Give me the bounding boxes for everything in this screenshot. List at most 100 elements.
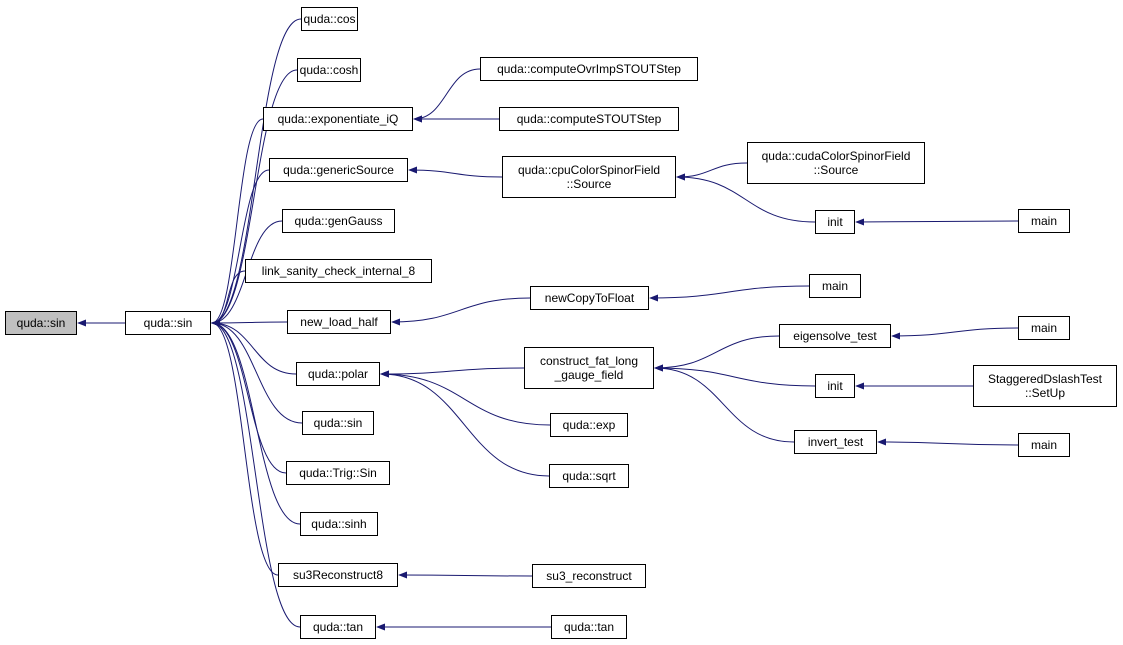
edge-quda_sqrt-to-quda_polar bbox=[380, 370, 550, 477]
edge-su3_reconstruct-to-su3Reconstruct8 bbox=[398, 571, 533, 579]
node-label-line: quda::sinh bbox=[311, 517, 367, 531]
edge-init_2-to-construct_fat_long_gauge_field bbox=[654, 364, 816, 387]
edge-link_sanity_check_internal_8-to-quda_sin_mid bbox=[211, 270, 246, 327]
node-label-line: init bbox=[827, 379, 843, 393]
node-quda-genericsource[interactable]: quda::genericSource bbox=[269, 158, 408, 182]
node-label-line: quda::sin bbox=[143, 316, 193, 330]
edge-quda_cos-to-quda_sin_mid bbox=[211, 18, 302, 327]
edge-quda_exponentiate_iQ-to-quda_sin_mid bbox=[211, 118, 264, 327]
node-quda-sin[interactable]: quda::sin bbox=[125, 311, 211, 335]
node-label-line: invert_test bbox=[807, 435, 864, 449]
edge-construct_fat_long_gauge_field-to-quda_polar bbox=[380, 367, 525, 378]
node-quda-exp[interactable]: quda::exp bbox=[550, 413, 628, 437]
edge-quda_cudaColorSpinorField_Source-to-quda_cpuColorSpinorField_Source bbox=[676, 162, 748, 181]
edge-main_1-to-init_1 bbox=[855, 218, 1019, 226]
node-label-line: StaggeredDslashTest bbox=[987, 372, 1103, 386]
node-new-load-half[interactable]: new_load_half bbox=[287, 310, 391, 334]
node-label-line: main bbox=[1030, 438, 1057, 452]
node-quda-tan[interactable]: quda::tan bbox=[300, 615, 376, 639]
node-label-line: quda::exponentiate_iQ bbox=[277, 112, 399, 126]
node-eigensolve-test[interactable]: eigensolve_test bbox=[779, 324, 891, 348]
node-label-line: quda::genericSource bbox=[283, 163, 394, 177]
node-label-line: quda::tan bbox=[312, 620, 364, 634]
node-label-line: eigensolve_test bbox=[793, 329, 877, 343]
edge-main_4-to-invert_test bbox=[877, 438, 1019, 446]
node-init[interactable]: init bbox=[815, 210, 855, 234]
node-invert-test[interactable]: invert_test bbox=[794, 430, 877, 454]
node-quda-trig-sin[interactable]: quda::Trig::Sin bbox=[286, 461, 390, 485]
edge-quda_tan_left-to-quda_sin_mid bbox=[211, 319, 301, 628]
node-label-line: main bbox=[1030, 214, 1057, 228]
edge-quda_cpuColorSpinorField_Source-to-quda_genericSource bbox=[408, 166, 503, 178]
node-construct-fat-long-gauge-field[interactable]: construct_fat_long_gauge_field bbox=[524, 347, 654, 389]
node-init-2[interactable]: init bbox=[815, 374, 855, 398]
edge-new_load_half-to-quda_sin_mid bbox=[211, 319, 288, 327]
edge-su3Reconstruct8-to-quda_sin_mid bbox=[211, 319, 279, 576]
edge-quda_polar-to-quda_sin_mid bbox=[211, 319, 297, 375]
node-label-line: quda::sin bbox=[313, 416, 363, 430]
node-link-sanity-check-internal-8[interactable]: link_sanity_check_internal_8 bbox=[245, 259, 432, 283]
edge-quda_sin_leaf-to-quda_sin_mid bbox=[211, 319, 303, 424]
node-quda-sinh[interactable]: quda::sinh bbox=[300, 512, 378, 536]
node-label-line: quda::cos bbox=[303, 12, 356, 26]
node-quda-exponentiate-iq[interactable]: quda::exponentiate_iQ bbox=[263, 107, 413, 131]
node-label-line: main bbox=[821, 279, 848, 293]
edge-main_2-to-newCopyToFloat bbox=[649, 285, 810, 302]
node-label-line: newCopyToFloat bbox=[544, 291, 635, 305]
node-quda-computestoutstep[interactable]: quda::computeSTOUTStep bbox=[499, 107, 679, 131]
node-label-line: quda::polar bbox=[307, 367, 369, 381]
node-quda-sin-leaf[interactable]: quda::sin bbox=[302, 411, 374, 435]
node-label-line: construct_fat_long bbox=[539, 354, 639, 368]
node-label-line: main bbox=[1030, 321, 1057, 335]
edge-init_1-to-quda_cpuColorSpinorField_Source bbox=[676, 173, 816, 223]
edge-quda_computeOvrImpSTOUTStep-to-quda_exponentiate_iQ bbox=[413, 68, 481, 123]
node-quda-sqrt[interactable]: quda::sqrt bbox=[549, 464, 629, 488]
edge-quda_Trig_Sin-to-quda_sin_mid bbox=[211, 319, 287, 474]
node-label-line: quda::computeOvrImpSTOUTStep bbox=[497, 62, 681, 76]
node-label-line: quda::exp bbox=[562, 418, 616, 432]
node-label-line: new_load_half bbox=[300, 315, 378, 329]
node-label-line: quda::sqrt bbox=[562, 469, 616, 483]
node-label-line: quda::tan bbox=[563, 620, 615, 634]
node-label-line: ::Source bbox=[813, 163, 859, 177]
node-label-line: quda::cosh bbox=[299, 63, 359, 77]
node-quda-gengauss[interactable]: quda::genGauss bbox=[282, 209, 395, 233]
edge-quda_cosh-to-quda_sin_mid bbox=[211, 69, 298, 327]
node-label-line: quda::computeSTOUTStep bbox=[516, 112, 662, 126]
node-quda-tan-right[interactable]: quda::tan bbox=[551, 615, 627, 639]
node-su3reconstruct8[interactable]: su3Reconstruct8 bbox=[278, 563, 398, 587]
node-quda-computeovrimpstoutstep[interactable]: quda::computeOvrImpSTOUTStep bbox=[480, 57, 698, 81]
node-label-line: su3Reconstruct8 bbox=[292, 568, 384, 582]
node-label-line: ::Source bbox=[566, 177, 612, 191]
node-quda-polar[interactable]: quda::polar bbox=[296, 362, 380, 386]
node-main-4[interactable]: main bbox=[1018, 433, 1070, 457]
node-quda-sin-root: quda::sin bbox=[5, 311, 77, 335]
edge-eigensolve_test-to-construct_fat_long_gauge_field bbox=[654, 335, 780, 372]
node-main-3[interactable]: main bbox=[1018, 316, 1070, 340]
node-su3-reconstruct[interactable]: su3_reconstruct bbox=[532, 564, 646, 588]
node-newcopytofloat[interactable]: newCopyToFloat bbox=[530, 286, 649, 310]
node-quda-cosh[interactable]: quda::cosh bbox=[297, 58, 361, 82]
edge-quda_sinh-to-quda_sin_mid bbox=[211, 319, 301, 525]
node-label-line: link_sanity_check_internal_8 bbox=[261, 264, 416, 278]
node-label-line: quda::genGauss bbox=[294, 214, 383, 228]
node-main[interactable]: main bbox=[1018, 209, 1070, 233]
edge-main_3-to-eigensolve_test bbox=[891, 327, 1019, 340]
node-label-line: _gauge_field bbox=[554, 368, 624, 382]
node-label-line: quda::cpuColorSpinorField bbox=[517, 163, 661, 177]
node-label-line: ::SetUp bbox=[1024, 386, 1066, 400]
node-main-2[interactable]: main bbox=[809, 274, 861, 298]
node-label-line: quda::sin bbox=[16, 316, 66, 330]
node-quda-cudacolorspinorfield-source[interactable]: quda::cudaColorSpinorField::Source bbox=[747, 142, 925, 184]
node-label-line: su3_reconstruct bbox=[546, 569, 632, 583]
edge-invert_test-to-construct_fat_long_gauge_field bbox=[654, 364, 795, 443]
node-quda-cos[interactable]: quda::cos bbox=[301, 7, 358, 31]
edge-quda_exp-to-quda_polar bbox=[380, 370, 551, 426]
node-label-line: quda::Trig::Sin bbox=[299, 466, 377, 480]
edge-newCopyToFloat-to-new_load_half bbox=[391, 297, 531, 326]
node-label-line: quda::cudaColorSpinorField bbox=[761, 149, 911, 163]
node-quda-cpucolorspinorfield-source[interactable]: quda::cpuColorSpinorField::Source bbox=[502, 156, 676, 198]
node-staggereddslashtest-setup[interactable]: StaggeredDslashTest::SetUp bbox=[973, 365, 1117, 407]
node-label-line: init bbox=[827, 215, 843, 229]
